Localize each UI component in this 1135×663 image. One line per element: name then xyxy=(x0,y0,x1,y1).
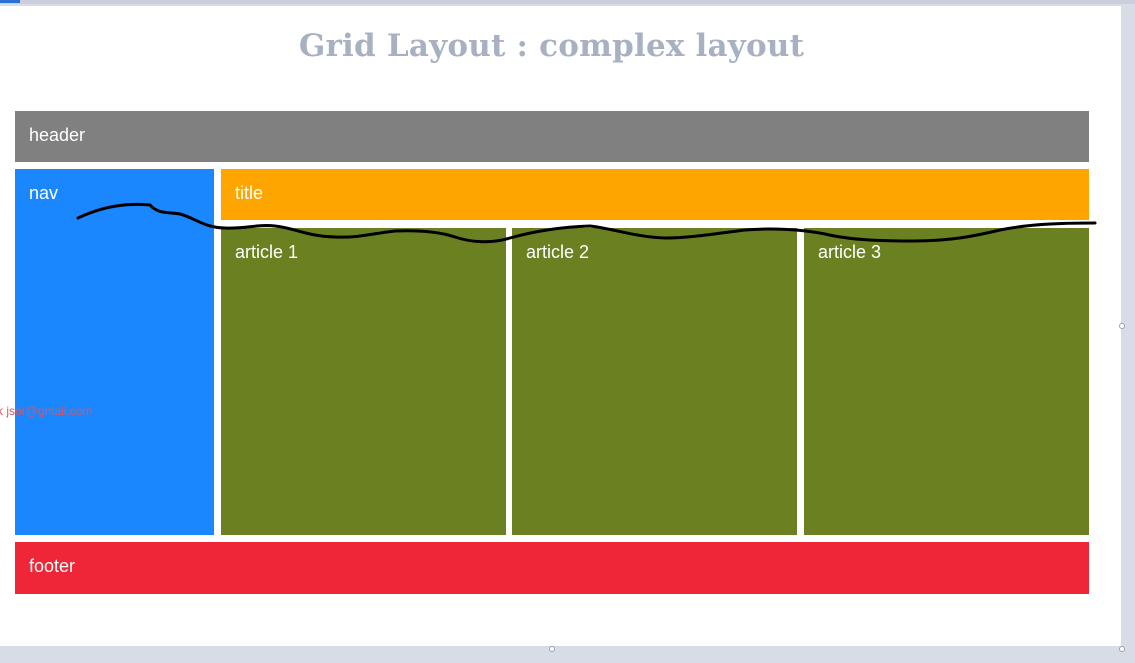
grid-footer-label: footer xyxy=(29,556,76,576)
grid-article-1-label: article 1 xyxy=(235,242,299,262)
grid-header: header xyxy=(15,111,1089,162)
grid-footer: footer xyxy=(15,542,1089,594)
grid-article-2: article 2 xyxy=(512,228,797,535)
grid-article-3: article 3 xyxy=(804,228,1089,535)
slide-title: Grid Layout : complex layout xyxy=(298,28,805,64)
grid-article-3-label: article 3 xyxy=(818,242,882,262)
grid-article-2-label: article 2 xyxy=(526,242,590,262)
active-tab-indicator xyxy=(0,0,20,3)
resize-handle-corner[interactable] xyxy=(1119,646,1125,652)
grid-title: title xyxy=(221,169,1089,220)
grid-title-label: title xyxy=(235,183,264,203)
grid-header-label: header xyxy=(29,125,86,145)
resize-handle-bottom[interactable] xyxy=(549,646,555,652)
grid-nav-label: nav xyxy=(29,183,59,203)
grid-nav: nav xyxy=(15,169,214,535)
watermark-text: k jsor@gmail.com xyxy=(0,404,93,418)
slide-canvas: Grid Layout : complex layout header nav … xyxy=(0,6,1121,646)
resize-handle-right[interactable] xyxy=(1119,323,1125,329)
grid-article-1: article 1 xyxy=(221,228,506,535)
window-top-bar xyxy=(0,0,1135,4)
